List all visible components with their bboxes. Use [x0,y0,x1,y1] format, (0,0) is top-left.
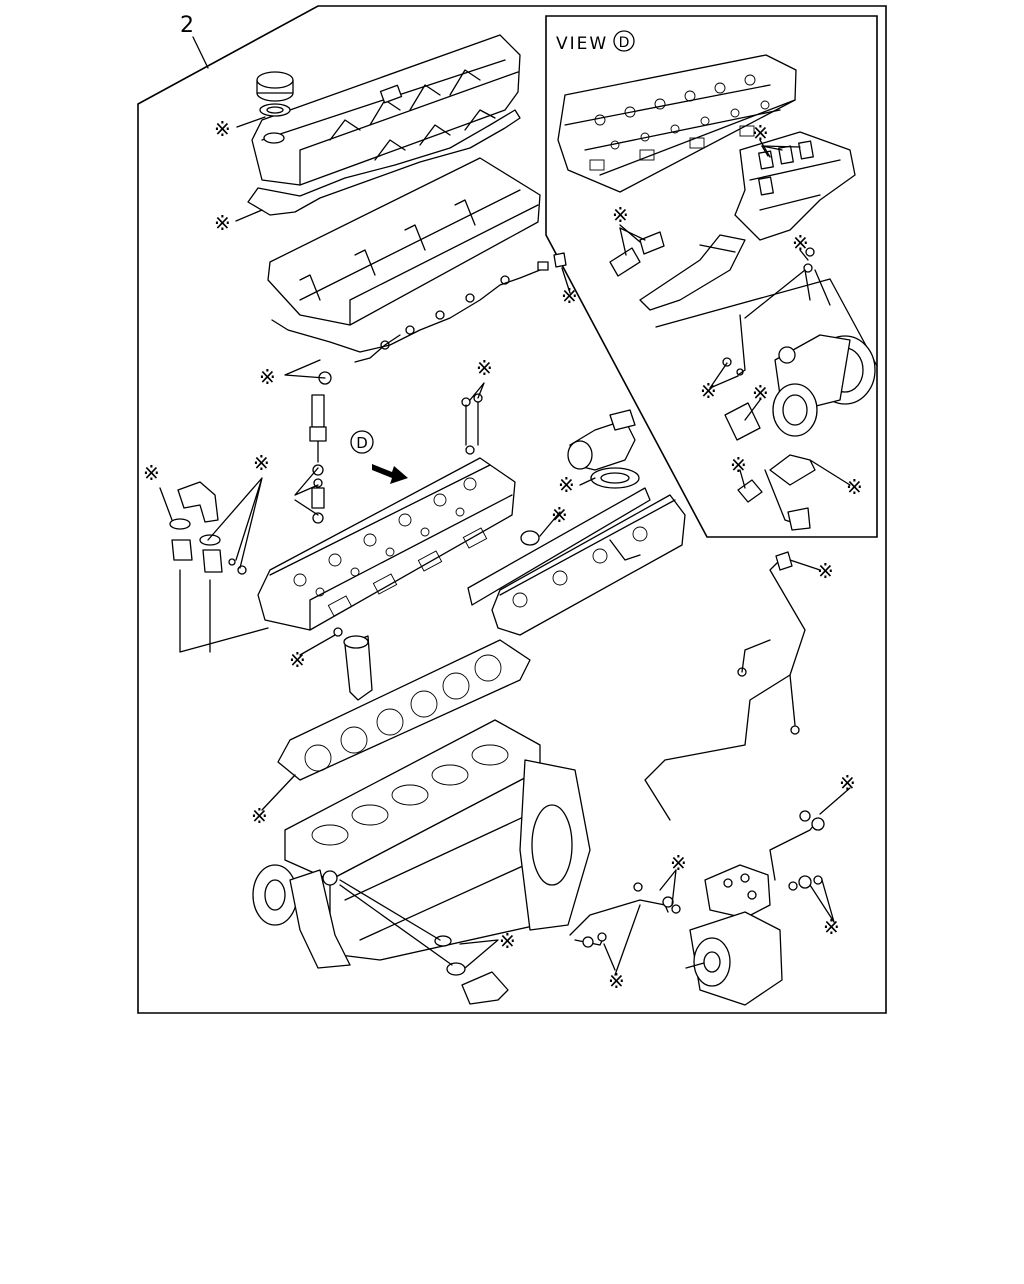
mark-icon: ※ [259,365,276,389]
rocker-cover [251,34,521,186]
cylinder-head-gasket [277,639,531,781]
view-label: VIEW [556,34,608,54]
mark-icon: ※ [476,356,493,380]
mark-icon: ※ [792,231,809,255]
mark-icon: ※ [251,804,268,828]
mark-icon: ※ [817,559,834,583]
mark-icon: ※ [499,929,516,953]
mark-icon: ※ [839,771,856,795]
fuel-injector [309,371,332,524]
mark-icon: ※ [612,203,629,227]
mark-icon: ※ [752,381,769,405]
mark-icon: ※ [143,461,160,485]
mark-icon: ※ [289,648,306,672]
rocker-cover-gasket [247,109,521,216]
head-cover-housing [267,157,541,326]
egr-valve [567,409,640,489]
oil-filler-cap [256,71,294,144]
thermostat-leader [179,569,269,653]
oil-cooler-o-rings [339,879,509,1005]
mark-icon: ※ [730,453,747,477]
fuel-leak-off-pipe [644,551,806,821]
ref-number: 2 [180,13,194,38]
mark-icon: ※ [214,211,231,235]
intake-manifold-gasket [467,487,651,606]
view-letter-circle [613,30,635,52]
mark-icon: ※ [846,475,863,499]
view-d-cylinder-head [557,54,797,193]
injector-wiring-harness [271,261,549,363]
mark-icon: ※ [670,851,687,875]
head-bolts [461,393,483,455]
callout-circle [350,430,374,454]
harness-grommet [553,252,567,268]
drain-washer [333,627,343,637]
view-d-flange-gaskets [609,145,801,277]
mark-icon: ※ [823,915,840,939]
mark-leader-lines [159,116,851,976]
mark-icon: ※ [752,121,769,145]
intake-manifold [491,494,686,636]
kit-boundary-frame [137,5,887,1014]
view-d-exhaust-manifold [639,131,856,311]
mark-icon: ※ [561,284,578,308]
fuel-supply-pump [685,864,783,1006]
callout-letter: D [356,434,368,452]
thermostat-housing [169,481,247,575]
mark-icon: ※ [253,451,270,475]
ref-leader-line [192,36,209,69]
mark-icon: ※ [608,969,625,993]
mark-icon: ※ [700,379,717,403]
mark-icon: ※ [214,117,231,141]
reference-marks: ※ ※ ※ ※ ※ ※ ※ ※ ※ ※ ※ ※ ※ ※ ※ ※ ※ ※ ※ ※ … [143,117,863,993]
turbo-subassembly-frame [655,278,878,367]
cam-plug [520,530,540,546]
pump-feed-pipes [569,810,825,948]
view-direction-arrow [372,464,408,484]
mark-icon: ※ [551,503,568,527]
view-d-inset-frame [545,15,878,538]
cylinder-head [257,457,516,631]
mark-icon: ※ [558,473,575,497]
view-letter: D [619,35,630,51]
water-outlet [343,635,373,701]
